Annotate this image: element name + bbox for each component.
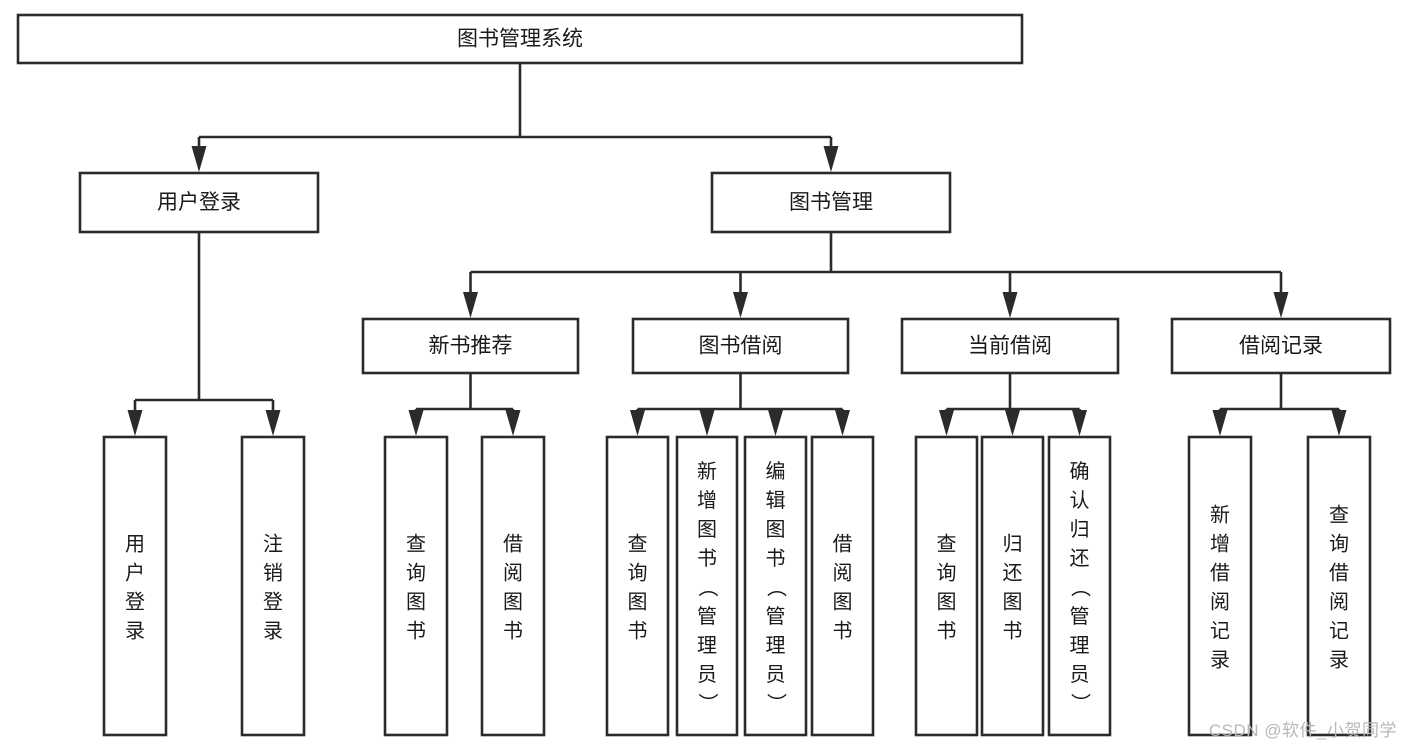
node-label: 借阅图书 xyxy=(833,533,853,643)
node-label: 新书推荐 xyxy=(429,335,513,358)
node-leaf-records-query[interactable]: 查询借阅记录 xyxy=(1306,435,1372,737)
node-box xyxy=(605,435,670,737)
node-box xyxy=(631,317,850,375)
arrow-head-icon xyxy=(1331,410,1347,436)
node-current[interactable]: 当前借阅 xyxy=(900,317,1120,375)
node-label: 查询借阅记录 xyxy=(1329,504,1349,672)
node-label: 编辑图书（管理员） xyxy=(766,460,787,715)
node-label: 用户登录 xyxy=(157,191,241,214)
node-box xyxy=(1047,435,1112,737)
node-leaf-current-query[interactable]: 查询图书 xyxy=(914,435,979,737)
watermark-text: CSDN @软件_小贺同学 xyxy=(1208,721,1397,740)
node-leaf-borrow-add[interactable]: 新增图书（管理员） xyxy=(675,435,739,737)
arrow-head-icon xyxy=(1273,292,1289,318)
node-label: 图书借阅 xyxy=(699,335,783,358)
node-bookmgmt[interactable]: 图书管理 xyxy=(710,171,952,234)
node-label: 借阅图书 xyxy=(503,533,523,643)
node-box xyxy=(810,435,875,737)
node-leaf-current-return[interactable]: 归还图书 xyxy=(980,435,1045,737)
node-label: 图书管理系统 xyxy=(457,28,583,51)
node-label: 归还图书 xyxy=(1003,533,1023,643)
node-label: 当前借阅 xyxy=(968,335,1052,358)
arrow-head-icon xyxy=(630,410,645,436)
node-label: 查询图书 xyxy=(937,533,957,643)
arrow-head-icon xyxy=(699,410,715,436)
arrow-head-icon xyxy=(1005,410,1020,436)
node-borrow[interactable]: 图书借阅 xyxy=(631,317,850,375)
node-leaf-borrow-lend[interactable]: 借阅图书 xyxy=(810,435,875,737)
node-root[interactable]: 图书管理系统 xyxy=(16,13,1024,65)
node-box xyxy=(1170,317,1392,375)
node-label: 图书管理 xyxy=(789,191,873,214)
node-box xyxy=(710,171,952,234)
node-leaf-borrow-query[interactable]: 查询图书 xyxy=(605,435,670,737)
node-label: 查询图书 xyxy=(628,533,648,643)
node-box xyxy=(900,317,1120,375)
node-newbook[interactable]: 新书推荐 xyxy=(361,317,580,375)
node-login[interactable]: 用户登录 xyxy=(78,171,320,234)
node-leaf-current-confirm[interactable]: 确认归还（管理员） xyxy=(1047,435,1112,737)
node-label: 借阅记录 xyxy=(1239,335,1323,358)
arrow-head-icon xyxy=(939,410,954,436)
node-box xyxy=(78,171,320,234)
node-box xyxy=(675,435,739,737)
arrow-head-icon xyxy=(265,410,281,436)
arrow-head-icon xyxy=(1072,410,1087,436)
node-box xyxy=(980,435,1045,737)
arrow-head-icon xyxy=(1212,410,1228,436)
node-box xyxy=(1187,435,1253,737)
arrow-head-icon xyxy=(823,146,839,172)
node-label: 查询图书 xyxy=(406,533,426,643)
node-box xyxy=(743,435,808,737)
node-box xyxy=(102,435,168,737)
node-label: 用户登录 xyxy=(125,534,145,643)
node-leaf-newbook-borrow[interactable]: 借阅图书 xyxy=(480,435,546,737)
node-leaf-user-login[interactable]: 用户登录 xyxy=(102,435,168,737)
arrow-head-icon xyxy=(127,410,143,436)
node-leaf-newbook-query[interactable]: 查询图书 xyxy=(383,435,449,737)
node-leaf-user-logout[interactable]: 注销登录 xyxy=(240,435,306,737)
arrow-head-icon xyxy=(463,292,478,318)
node-box xyxy=(914,435,979,737)
arrow-head-icon xyxy=(768,410,783,436)
node-label: 新增图书（管理员） xyxy=(697,460,718,715)
arrow-head-icon xyxy=(1002,292,1018,318)
node-box xyxy=(1306,435,1372,737)
arrow-head-icon xyxy=(408,410,424,436)
node-leaf-records-add[interactable]: 新增借阅记录 xyxy=(1187,435,1253,737)
node-box xyxy=(240,435,306,737)
node-label: 注销登录 xyxy=(263,533,283,643)
arrow-head-icon xyxy=(505,410,521,436)
arrow-head-icon xyxy=(733,292,748,318)
connector-layer xyxy=(127,63,1347,436)
node-box xyxy=(16,13,1024,65)
node-label: 新增借阅记录 xyxy=(1210,504,1230,672)
node-records[interactable]: 借阅记录 xyxy=(1170,317,1392,375)
node-box xyxy=(383,435,449,737)
arrow-head-icon xyxy=(835,410,850,436)
node-leaf-borrow-edit[interactable]: 编辑图书（管理员） xyxy=(743,435,808,737)
node-box xyxy=(480,435,546,737)
node-label: 确认归还（管理员） xyxy=(1070,460,1091,715)
node-box xyxy=(361,317,580,375)
node-layer: 图书管理系统用户登录图书管理新书推荐图书借阅当前借阅借阅记录用户登录注销登录查询… xyxy=(16,13,1392,737)
arrow-head-icon xyxy=(191,146,207,172)
